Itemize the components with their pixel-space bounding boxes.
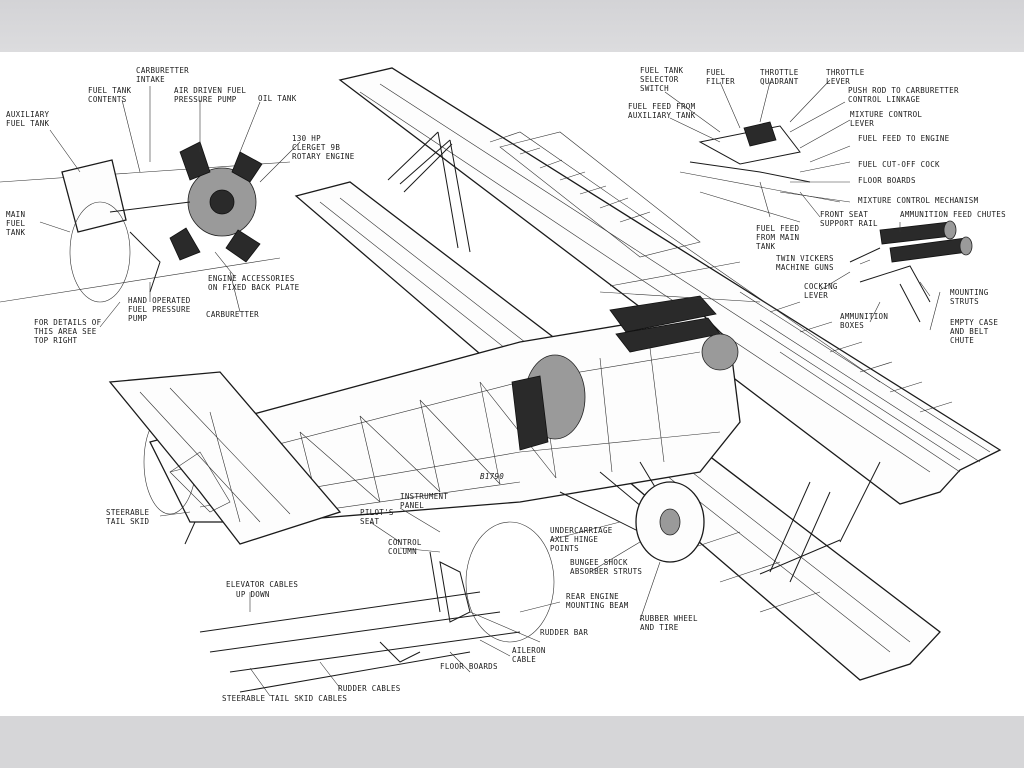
label-hand-operated-pump: HAND OPERATED FUEL PRESSURE PUMP bbox=[128, 296, 191, 323]
leader-lines bbox=[39, 79, 941, 697]
label-details-note: FOR DETAILS OF THIS AREA SEE TOP RIGHT bbox=[34, 318, 102, 345]
interplane-struts bbox=[387, 131, 881, 583]
tail-detail bbox=[169, 451, 231, 545]
label-ammunition-feed-chutes: AMMUNITION FEED CHUTES bbox=[900, 210, 1006, 219]
label-rudder-bar: RUDDER BAR bbox=[540, 628, 589, 637]
label-rudder-cables: RUDDER CABLES bbox=[338, 684, 401, 693]
label-throttle-quadrant: THROTTLE QUADRANT bbox=[760, 68, 799, 86]
tail-assembly bbox=[108, 371, 342, 545]
biplane-cutaway-drawing bbox=[0, 67, 1002, 697]
undercarriage bbox=[559, 461, 705, 563]
diagram-canvas: CARBURETTER INTAKE FUEL TANK CONTENTS AI… bbox=[0, 52, 1024, 716]
label-engine-accessories: ENGINE ACCESSORIES ON FIXED BACK PLATE bbox=[208, 274, 300, 292]
label-carburettor-intake: CARBURETTER INTAKE bbox=[136, 66, 189, 84]
label-throttle-lever: THROTTLE LEVER bbox=[826, 68, 865, 86]
engine-inset bbox=[0, 141, 291, 303]
cockpit-internals bbox=[511, 261, 761, 451]
label-fuel-feed-main: FUEL FEED FROM MAIN TANK bbox=[756, 224, 800, 251]
label-main-fuel-tank: MAIN FUEL TANK bbox=[6, 210, 26, 237]
label-rear-engine-beam: REAR ENGINE MOUNTING BEAM bbox=[566, 592, 629, 610]
label-up-down: UP DOWN bbox=[236, 590, 270, 599]
label-mixture-control-mechanism: MIXTURE CONTROL MECHANISM bbox=[858, 196, 979, 205]
label-rotary-engine: 130 HP CLERGET 9B ROTARY ENGINE bbox=[292, 134, 355, 161]
label-auxiliary-fuel-tank: AUXILIARY FUEL TANK bbox=[6, 110, 50, 128]
label-air-driven-fuel-pump: AIR DRIVEN FUEL PRESSURE PUMP bbox=[174, 86, 247, 104]
label-bungee-shock: BUNGEE SHOCK ABSORBER STRUTS bbox=[570, 558, 643, 576]
label-elevator-cables: ELEVATOR CABLES bbox=[226, 580, 299, 589]
label-mixture-control-lever: MIXTURE CONTROL LEVER bbox=[850, 110, 923, 128]
label-control-column: CONTROL COLUMN bbox=[388, 538, 422, 556]
label-floor-boards-top: FLOOR BOARDS bbox=[858, 176, 916, 185]
label-fuel-tank-contents: FUEL TANK CONTENTS bbox=[88, 86, 132, 104]
label-empty-case-chute: EMPTY CASE AND BELT CHUTE bbox=[950, 318, 999, 345]
label-fuel-cutoff-cock: FUEL CUT-OFF COCK bbox=[858, 160, 940, 169]
label-pilots-seat: PILOT'S SEAT bbox=[360, 508, 394, 526]
controls-lower-inset bbox=[199, 521, 555, 693]
label-cocking-lever: COCKING LEVER bbox=[804, 282, 838, 300]
label-oil-tank: OIL TANK bbox=[258, 94, 297, 103]
label-carburetter: CARBURETTER bbox=[206, 310, 259, 319]
label-aileron-cable: AILERON CABLE bbox=[512, 646, 546, 664]
label-instrument-panel: INSTRUMENT PANEL bbox=[400, 492, 449, 510]
label-push-rod: PUSH ROD TO CARBURETTER CONTROL LINKAGE bbox=[848, 86, 959, 104]
label-fuel-filter: FUEL FILTER bbox=[706, 68, 735, 86]
controls-inset bbox=[679, 121, 841, 223]
fuselage-stencil: B1790 bbox=[480, 472, 505, 481]
label-floor-boards-bottom: FLOOR BOARDS bbox=[440, 662, 498, 671]
label-fuel-tank-selector: FUEL TANK SELECTOR SWITCH bbox=[640, 66, 684, 93]
label-twin-vickers: TWIN VICKERS MACHINE GUNS bbox=[776, 254, 834, 272]
upper-wing bbox=[338, 67, 1002, 505]
label-steerable-tail-skid: STEERABLE TAIL SKID bbox=[106, 508, 150, 526]
label-front-seat-support: FRONT SEAT SUPPORT RAIL bbox=[820, 210, 878, 228]
label-mounting-struts: MOUNTING STRUTS bbox=[950, 288, 989, 306]
guns-inset bbox=[849, 220, 973, 323]
label-fuel-feed-engine: FUEL FEED TO ENGINE bbox=[858, 134, 950, 143]
label-fuel-feed-aux: FUEL FEED FROM AUXILIARY TANK bbox=[628, 102, 696, 120]
label-undercarriage-hinge: UNDERCARRIAGE AXLE HINGE POINTS bbox=[550, 526, 613, 553]
label-ammunition-boxes: AMMUNITION BOXES bbox=[840, 312, 889, 330]
label-rubber-wheel: RUBBER WHEEL AND TIRE bbox=[640, 614, 698, 632]
label-tail-skid-cables: STEERABLE TAIL SKID CABLES bbox=[222, 694, 348, 703]
